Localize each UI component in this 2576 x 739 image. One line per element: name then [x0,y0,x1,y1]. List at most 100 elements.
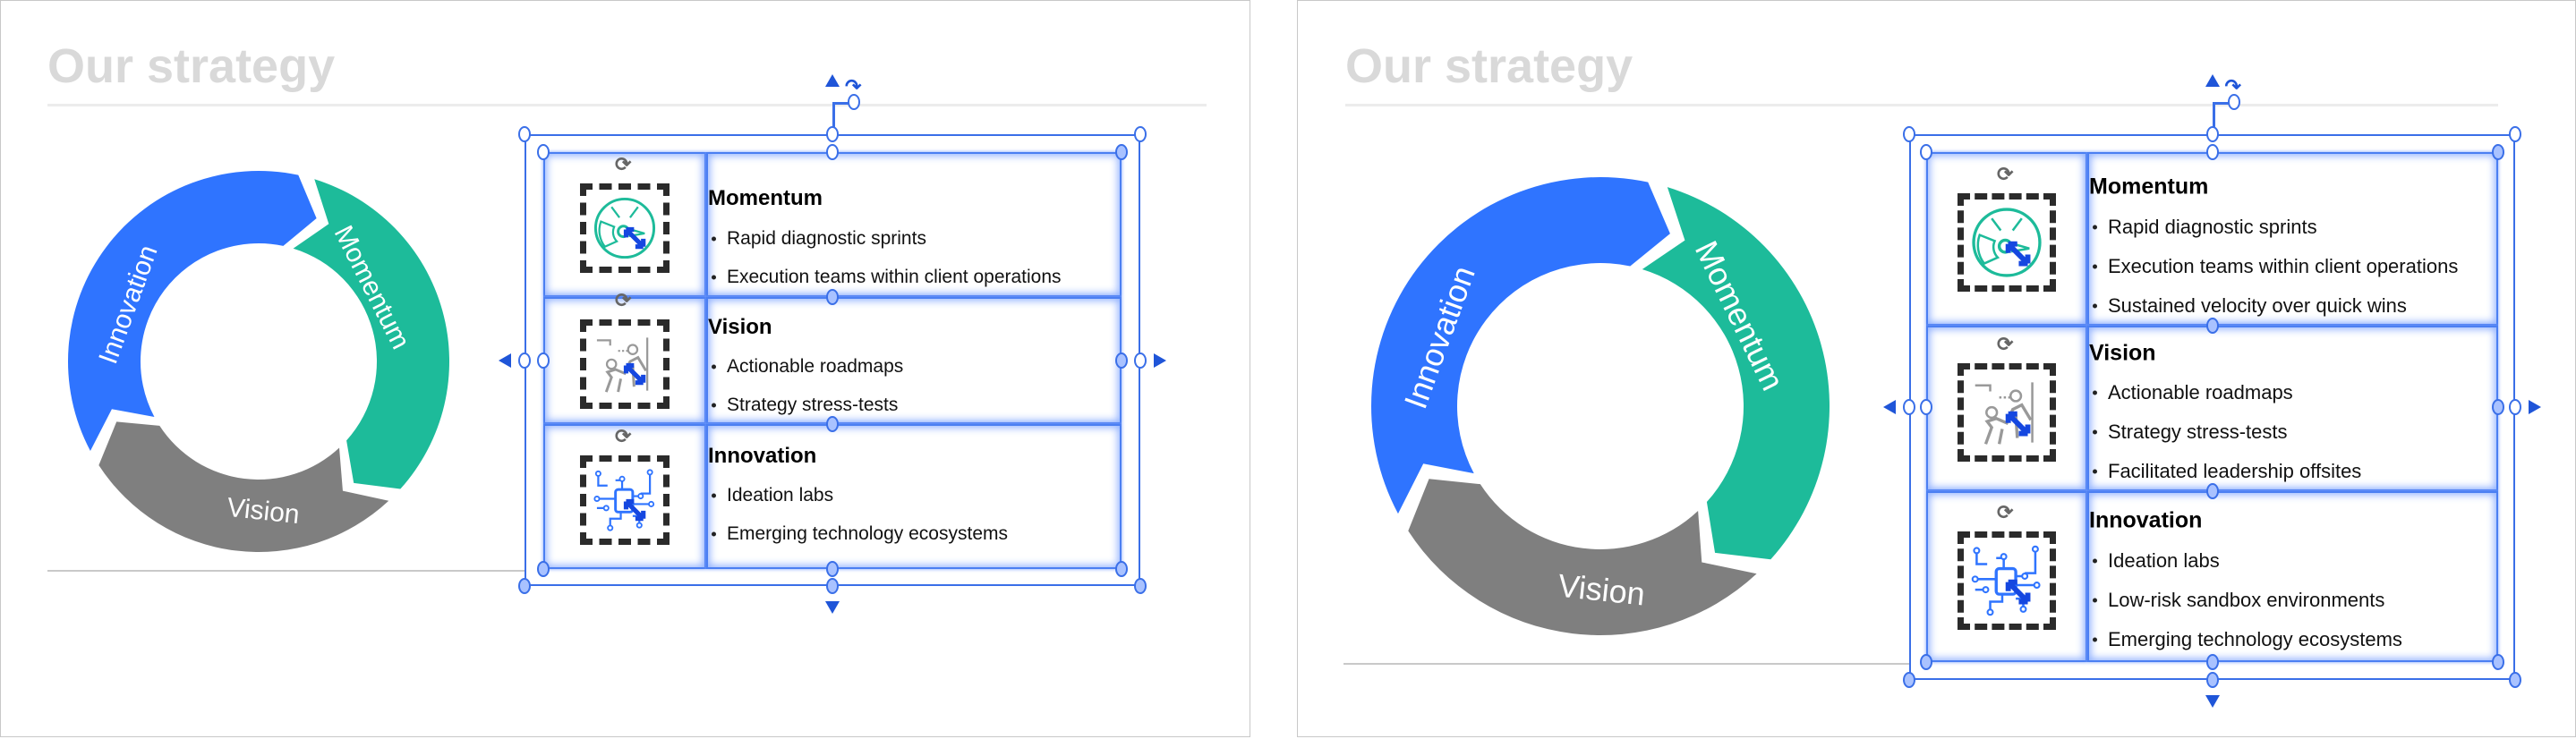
bullet-item: Emerging technology ecosystems [2108,628,2402,650]
move-left-icon[interactable] [1883,400,1896,414]
resize-arrow-icon [2005,579,2031,604]
rotate-handle-icon[interactable]: ⟳ [615,425,632,447]
icon-frame[interactable] [580,455,670,545]
bottom-divider [1343,663,1909,665]
move-left-icon[interactable] [499,353,511,368]
move-up-icon[interactable] [825,74,840,87]
resize-handle[interactable] [1920,144,1932,160]
move-up-icon[interactable] [2205,74,2220,87]
resize-handle[interactable] [1920,399,1932,415]
resize-handle[interactable] [518,126,531,142]
text-cell[interactable] [2087,152,2498,326]
row-heading: Innovation [2089,507,2203,533]
bullet-dot [712,493,716,498]
resize-handle[interactable] [2509,399,2521,415]
resize-handle[interactable] [1115,352,1128,369]
icon-frame[interactable] [1958,531,2056,630]
resize-handle[interactable] [537,144,550,160]
resize-handle[interactable] [2492,399,2504,415]
move-down-icon[interactable] [2205,695,2220,708]
slide-title: Our strategy [1345,39,1633,93]
rotate-handle-icon[interactable]: ⟳ [615,153,632,175]
bullet-item: Ideation labs [2108,549,2220,572]
bullet-dot [712,531,716,537]
rotate-handle-icon[interactable]: ⟳ [615,289,632,311]
resize-handle[interactable] [826,144,839,160]
resize-handle[interactable] [2205,126,2219,142]
row-resize-handle[interactable] [2205,483,2219,499]
icon-frame[interactable] [580,183,670,273]
resize-handle[interactable] [1115,144,1128,160]
cycle-segment-vision[interactable] [1408,479,1757,635]
resize-handle[interactable] [1920,654,1932,670]
row-resize-handle[interactable] [826,289,839,305]
resize-handle[interactable] [2205,144,2219,160]
move-right-icon[interactable] [1154,353,1166,368]
rotate-handle-icon[interactable]: ⟳ [1997,163,2014,185]
move-right-icon[interactable] [2529,400,2541,414]
bullet-item: Execution teams within client operations [727,267,1062,287]
rotate-handle-icon[interactable]: ⟳ [1997,500,2014,523]
resize-handle[interactable] [826,578,839,594]
resize-handle[interactable] [1903,672,1915,688]
row-resize-handle[interactable] [2205,318,2219,334]
resize-handle[interactable] [2509,126,2521,142]
row-resize-handle[interactable] [826,416,839,432]
rotation-connector [2212,102,2232,134]
cycle-label: Vision [1557,567,1647,613]
rotate-handle[interactable] [2227,94,2240,110]
bullet-dot [2093,598,2097,603]
bullet-dot [712,403,716,408]
resize-handle[interactable] [518,578,531,594]
cycle-segment-innovation[interactable] [1371,177,1670,514]
resize-handle[interactable] [1903,399,1915,415]
rotate-arrow-icon[interactable]: ↷ [2224,75,2241,98]
resize-handle[interactable] [1115,561,1128,577]
text-cell[interactable] [706,297,1122,424]
icon-cell[interactable] [543,152,706,297]
resize-handle[interactable] [2509,672,2521,688]
resize-arrow-icon [623,226,646,250]
rotate-arrow-icon[interactable]: ↷ [845,75,862,98]
text-cell[interactable] [2087,326,2498,491]
rotate-handle[interactable] [848,94,860,110]
text-cell[interactable] [706,424,1122,569]
bullet-item: Execution teams within client operations [2108,255,2459,277]
resize-handle[interactable] [2492,144,2504,160]
resize-handle[interactable] [1134,578,1147,594]
resize-handle[interactable] [826,126,839,142]
resize-handle[interactable] [826,561,839,577]
cycle-segment-momentum[interactable] [1642,187,1830,560]
icon-frame[interactable] [1958,362,2056,462]
resize-handle[interactable] [2205,672,2219,688]
cycle-segment-innovation[interactable] [68,171,317,451]
icon-cell[interactable] [543,424,706,569]
bullet-dot [712,364,716,370]
bullet-item: Facilitated leadership offsites [2108,460,2362,482]
resize-handle[interactable] [1134,352,1147,369]
resize-handle[interactable] [2205,654,2219,670]
rotate-handle-icon[interactable]: ⟳ [1997,332,2014,355]
resize-handle[interactable] [518,352,531,369]
cycle-segment-momentum[interactable] [293,179,450,489]
text-cell[interactable] [706,152,1122,297]
bullet-dot [2093,637,2097,642]
row-heading: Vision [2089,340,2156,366]
bullet-item: Rapid diagnostic sprints [2108,216,2317,238]
resize-handle[interactable] [2492,654,2504,670]
bullet-dot [2093,264,2097,269]
text-cell[interactable] [2087,491,2498,662]
icon-cell[interactable] [1926,491,2087,662]
cycle-segment-vision[interactable] [98,421,389,552]
resize-handle[interactable] [537,352,550,369]
resize-handle[interactable] [537,561,550,577]
icon-frame[interactable] [1958,193,2056,292]
climbing-team-icon [1975,381,2034,445]
slide-title: Our strategy [47,39,336,93]
resize-handle[interactable] [1903,126,1915,142]
circuit-icon [593,469,655,531]
icon-frame[interactable] [580,319,670,409]
resize-handle[interactable] [1134,126,1147,142]
move-down-icon[interactable] [825,601,840,614]
